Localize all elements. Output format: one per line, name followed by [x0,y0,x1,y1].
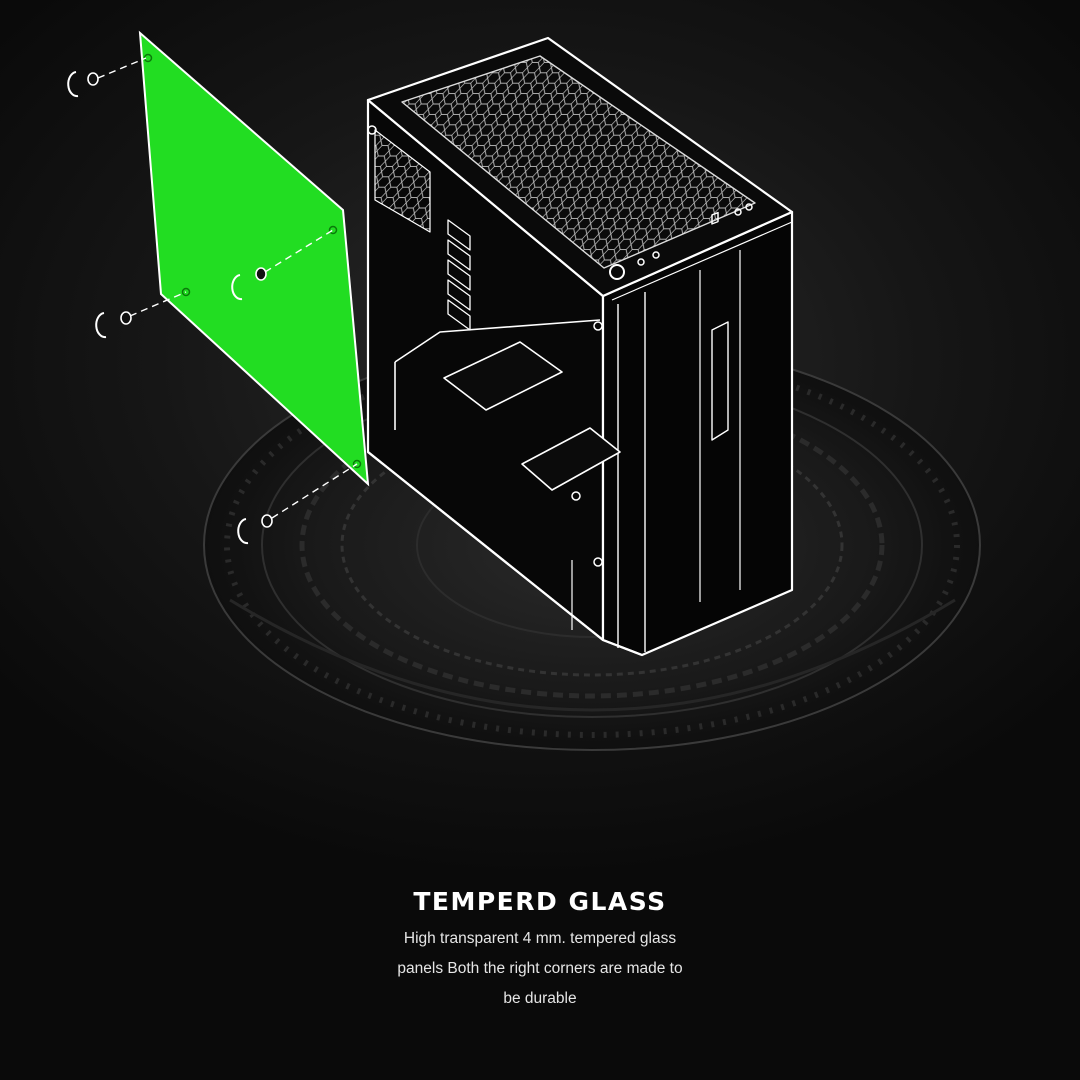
pc-case [366,36,794,657]
front-io [609,203,753,280]
top-mesh [401,55,756,269]
feature-caption: TEMPERD GLASS High transparent 4 mm. tem… [0,884,1080,1014]
feature-description: High transparent 4 mm. tempered glass pa… [397,930,683,1007]
drive-trays [443,341,621,491]
glass-mounting-holes [143,53,362,469]
feature-title: TEMPERD GLASS [413,887,667,916]
screw-guides [97,57,358,519]
clip-ring-icon [67,71,249,545]
screw-icon [87,72,273,528]
tempered-glass-panel [138,30,370,487]
